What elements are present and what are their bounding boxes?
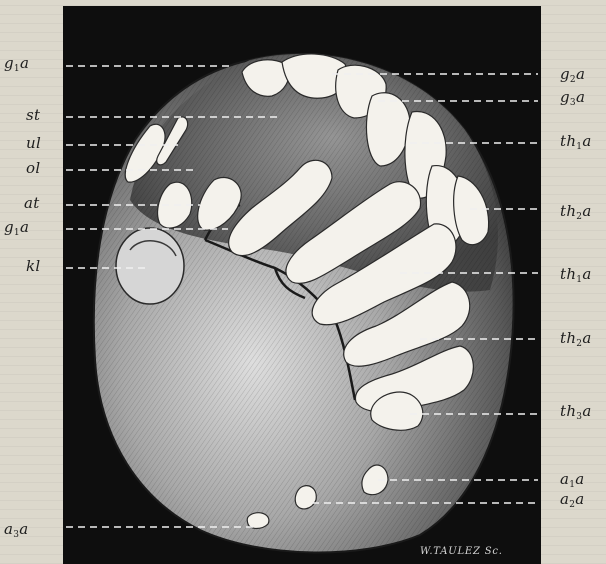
label-at: at: [24, 196, 40, 211]
label-g2a: g2a: [560, 67, 585, 85]
label-a2a: a2a: [560, 492, 585, 510]
label-a1a: a1a: [560, 472, 585, 490]
label-kl: kl: [26, 259, 41, 274]
label-ul: ul: [26, 136, 41, 151]
kl-nodule: [116, 228, 184, 304]
label-th1a-mid: th1a: [560, 267, 592, 285]
label-g1a-mid: g1a: [4, 220, 29, 238]
engraver-signature: W.TAULEZ Sc.: [420, 546, 503, 557]
label-th2a-top: th2a: [560, 204, 592, 222]
label-g1a-top: g1a: [4, 56, 29, 74]
label-th1a-top: th1a: [560, 134, 592, 152]
label-ol: ol: [26, 161, 40, 176]
label-th3a: th3a: [560, 404, 592, 422]
label-a3a: a3a: [4, 522, 29, 540]
label-st: st: [26, 108, 40, 123]
label-g3a: g3a: [560, 90, 585, 108]
label-th2a-low: th2a: [560, 331, 592, 349]
